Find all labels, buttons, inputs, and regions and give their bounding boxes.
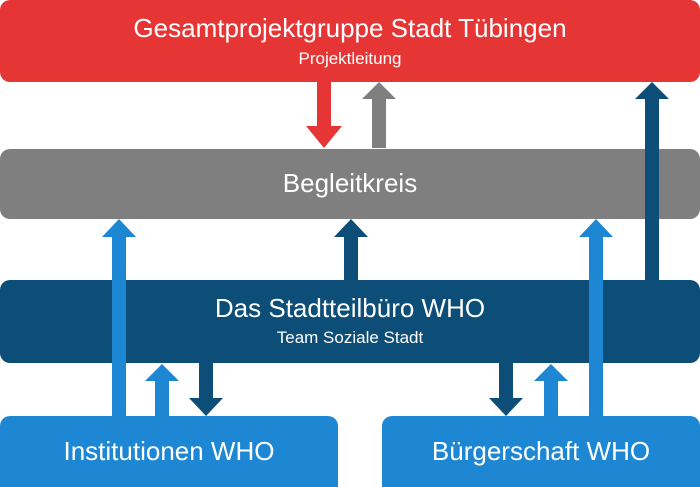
buergerschaft-title: Bürgerschaft WHO xyxy=(431,435,651,466)
arrow-up-navy-center-icon xyxy=(334,219,368,280)
arrow-up-blue-left-short-icon xyxy=(145,364,179,416)
arrow-up-blue-left-long-icon xyxy=(102,219,136,416)
arrow-down-navy-right-short-icon xyxy=(489,363,523,416)
arrow-down-red-icon xyxy=(306,82,342,148)
arrow-up-blue-right-short-icon xyxy=(534,364,568,416)
stadtteilbuero-subtitle: Team Soziale Stadt xyxy=(276,328,424,348)
projektgruppe-subtitle: Projektleitung xyxy=(298,48,402,68)
projektgruppe-box: Gesamtprojektgruppe Stadt Tübingen Proje… xyxy=(0,0,700,82)
begleitkreis-box: Begleitkreis xyxy=(0,149,700,219)
buergerschaft-box: Bürgerschaft WHO xyxy=(382,416,700,487)
arrow-up-blue-right-long-icon xyxy=(579,219,613,416)
stadtteilbuero-title: Das Stadtteilbüro WHO xyxy=(214,292,486,323)
begleitkreis-title: Begleitkreis xyxy=(282,168,418,199)
institutionen-box: Institutionen WHO xyxy=(0,416,338,487)
arrow-down-navy-left-short-icon xyxy=(189,363,223,416)
projektgruppe-title: Gesamtprojektgruppe Stadt Tübingen xyxy=(133,13,567,43)
institutionen-title: Institutionen WHO xyxy=(63,435,275,466)
arrow-up-gray-icon xyxy=(362,82,396,148)
arrow-up-navy-right-icon xyxy=(635,82,669,280)
